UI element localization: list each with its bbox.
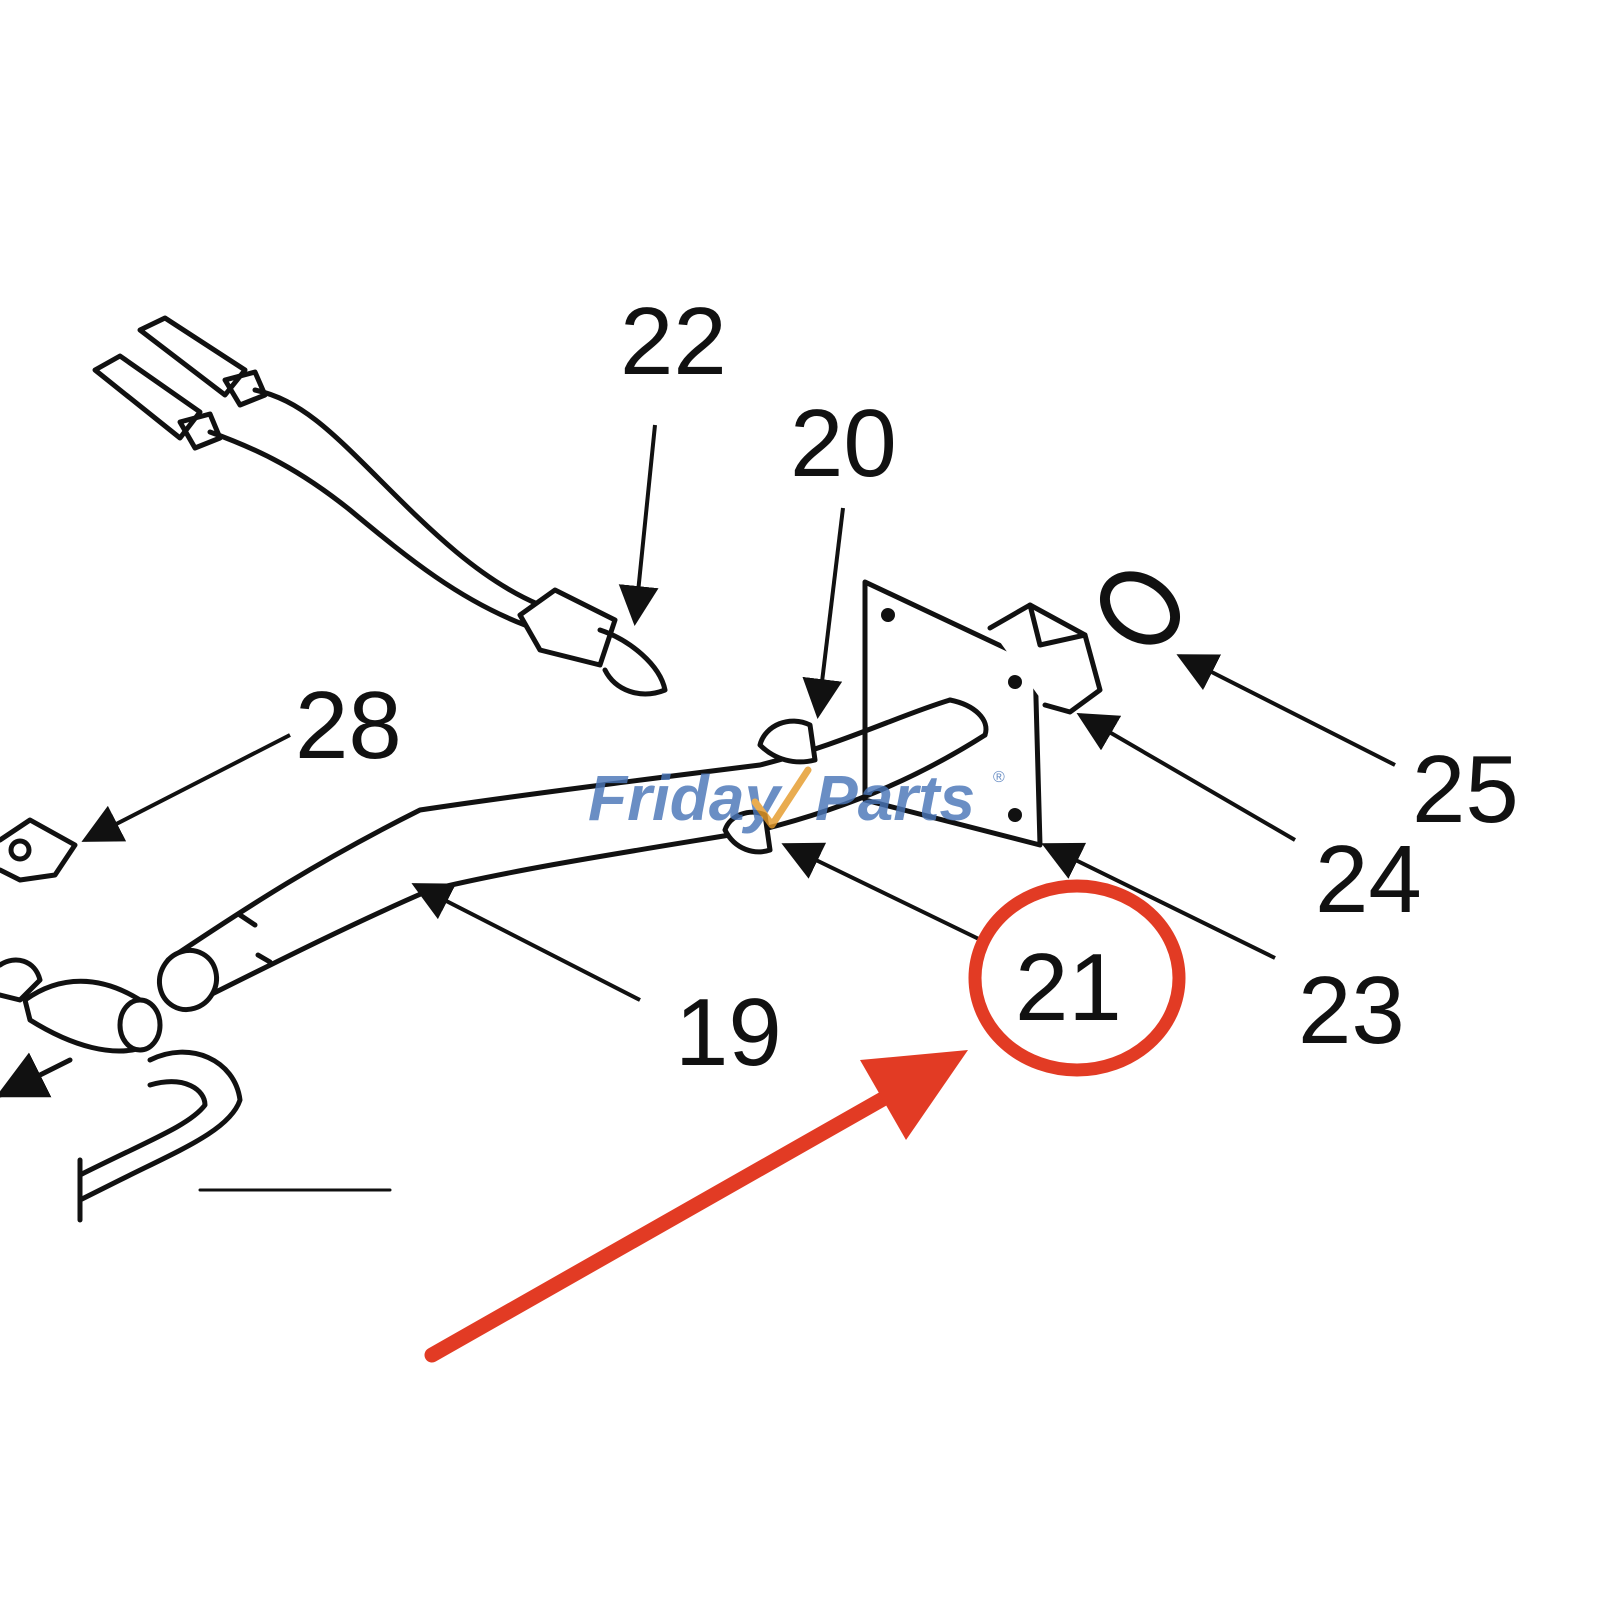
leader-23 [1041,842,1276,960]
watermark-parts-text: Parts [815,762,975,834]
leader-25 [1176,654,1396,767]
highlight-arrow-shaft [424,1067,933,1363]
wire-harness-drawing [92,315,668,697]
callout-24: 24 [1315,826,1422,933]
watermark-check-icon [751,766,812,829]
highlight-arrow-head [860,1050,968,1140]
callout-20: 20 [790,390,897,497]
callout-25: 25 [1412,736,1519,843]
callout-28: 28 [295,672,402,779]
highlight-annotation [424,879,1186,1363]
leader-24 [1076,712,1297,842]
watermark-registered-mark: ® [993,769,1005,786]
leader-21 [781,842,986,944]
leader-22 [618,424,659,626]
callout-23: 23 [1298,957,1405,1064]
leader-19 [411,883,641,1002]
pilot-tube-drawing [156,571,1181,1013]
callout-21: 21 [1015,934,1122,1041]
callout-22: 22 [620,288,727,395]
callout-19: 19 [675,979,782,1086]
fridayparts-watermark: Friday Parts ® [588,762,1005,834]
leader-arrows [81,424,1396,1002]
watermark-friday-text: Friday [588,762,783,834]
leader-28 [81,733,291,842]
leader-20 [802,507,845,719]
highlight-circle [968,879,1186,1077]
lower-left-fittings-drawing [0,817,392,1223]
